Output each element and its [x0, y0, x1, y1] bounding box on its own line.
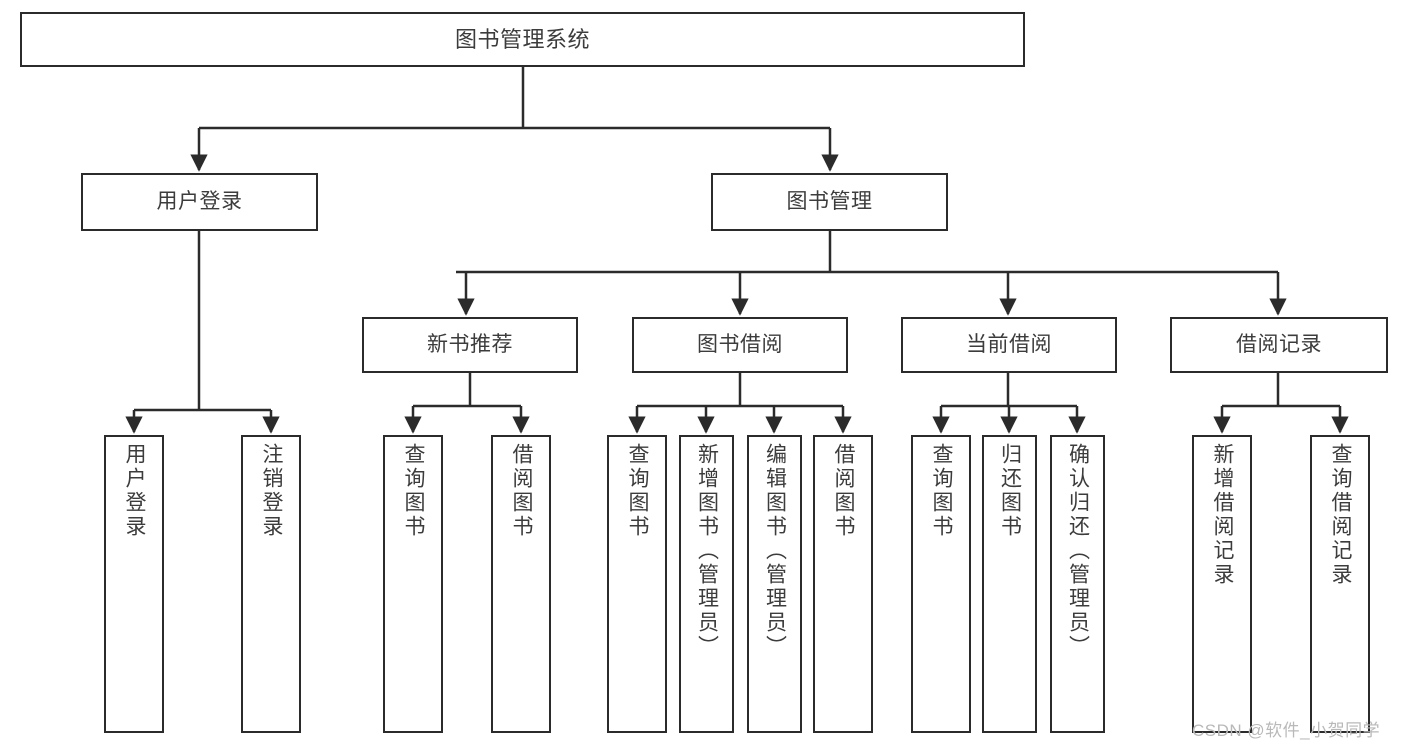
node-new-book-rec-label: 新书推荐 [427, 332, 513, 356]
node-leaf-user-login-label: 用户登录 [123, 443, 147, 539]
node-leaf-query-book-b[interactable]: 查询图书 [607, 435, 667, 733]
node-leaf-query-book-b-label: 查询图书 [626, 443, 650, 539]
node-leaf-query-book-a[interactable]: 查询图书 [383, 435, 443, 733]
node-leaf-query-book-c[interactable]: 查询图书 [911, 435, 971, 733]
node-leaf-query-book-c-label: 查询图书 [930, 443, 954, 539]
node-leaf-borrow-book-a-label: 借阅图书 [510, 443, 534, 539]
node-leaf-add-book[interactable]: 新增图书（管理员） [679, 435, 734, 733]
node-leaf-confirm-return[interactable]: 确认归还（管理员） [1050, 435, 1105, 733]
node-leaf-add-record[interactable]: 新增借阅记录 [1192, 435, 1252, 733]
node-book-manage[interactable]: 图书管理 [711, 173, 948, 231]
node-book-borrow[interactable]: 图书借阅 [632, 317, 848, 373]
node-borrow-record-label: 借阅记录 [1236, 332, 1322, 356]
node-root-label: 图书管理系统 [454, 26, 590, 52]
node-leaf-add-record-label: 新增借阅记录 [1211, 443, 1235, 587]
node-leaf-query-book-a-label: 查询图书 [402, 443, 426, 539]
node-leaf-borrow-book-b[interactable]: 借阅图书 [813, 435, 873, 733]
node-leaf-logout-label: 注销登录 [260, 443, 284, 539]
node-leaf-confirm-return-label: 确认归还（管理员） [1066, 443, 1090, 659]
node-leaf-return-book-label: 归还图书 [998, 443, 1022, 539]
node-root[interactable]: 图书管理系统 [20, 12, 1025, 67]
node-user-login-label: 用户登录 [156, 189, 243, 213]
node-leaf-logout[interactable]: 注销登录 [241, 435, 301, 733]
node-borrow-record[interactable]: 借阅记录 [1170, 317, 1388, 373]
node-book-borrow-label: 图书借阅 [697, 332, 783, 356]
node-book-manage-label: 图书管理 [786, 189, 873, 213]
node-leaf-edit-book-label: 编辑图书（管理员） [763, 443, 787, 659]
node-leaf-borrow-book-a[interactable]: 借阅图书 [491, 435, 551, 733]
node-leaf-return-book[interactable]: 归还图书 [982, 435, 1037, 733]
node-current-borrow[interactable]: 当前借阅 [901, 317, 1117, 373]
node-leaf-query-record-label: 查询借阅记录 [1329, 443, 1353, 587]
node-leaf-borrow-book-b-label: 借阅图书 [832, 443, 856, 539]
node-leaf-add-book-label: 新增图书（管理员） [695, 443, 719, 659]
node-leaf-user-login[interactable]: 用户登录 [104, 435, 164, 733]
node-current-borrow-label: 当前借阅 [966, 332, 1052, 356]
node-user-login[interactable]: 用户登录 [81, 173, 318, 231]
node-leaf-edit-book[interactable]: 编辑图书（管理员） [747, 435, 802, 733]
node-leaf-query-record[interactable]: 查询借阅记录 [1310, 435, 1370, 733]
node-new-book-rec[interactable]: 新书推荐 [362, 317, 578, 373]
